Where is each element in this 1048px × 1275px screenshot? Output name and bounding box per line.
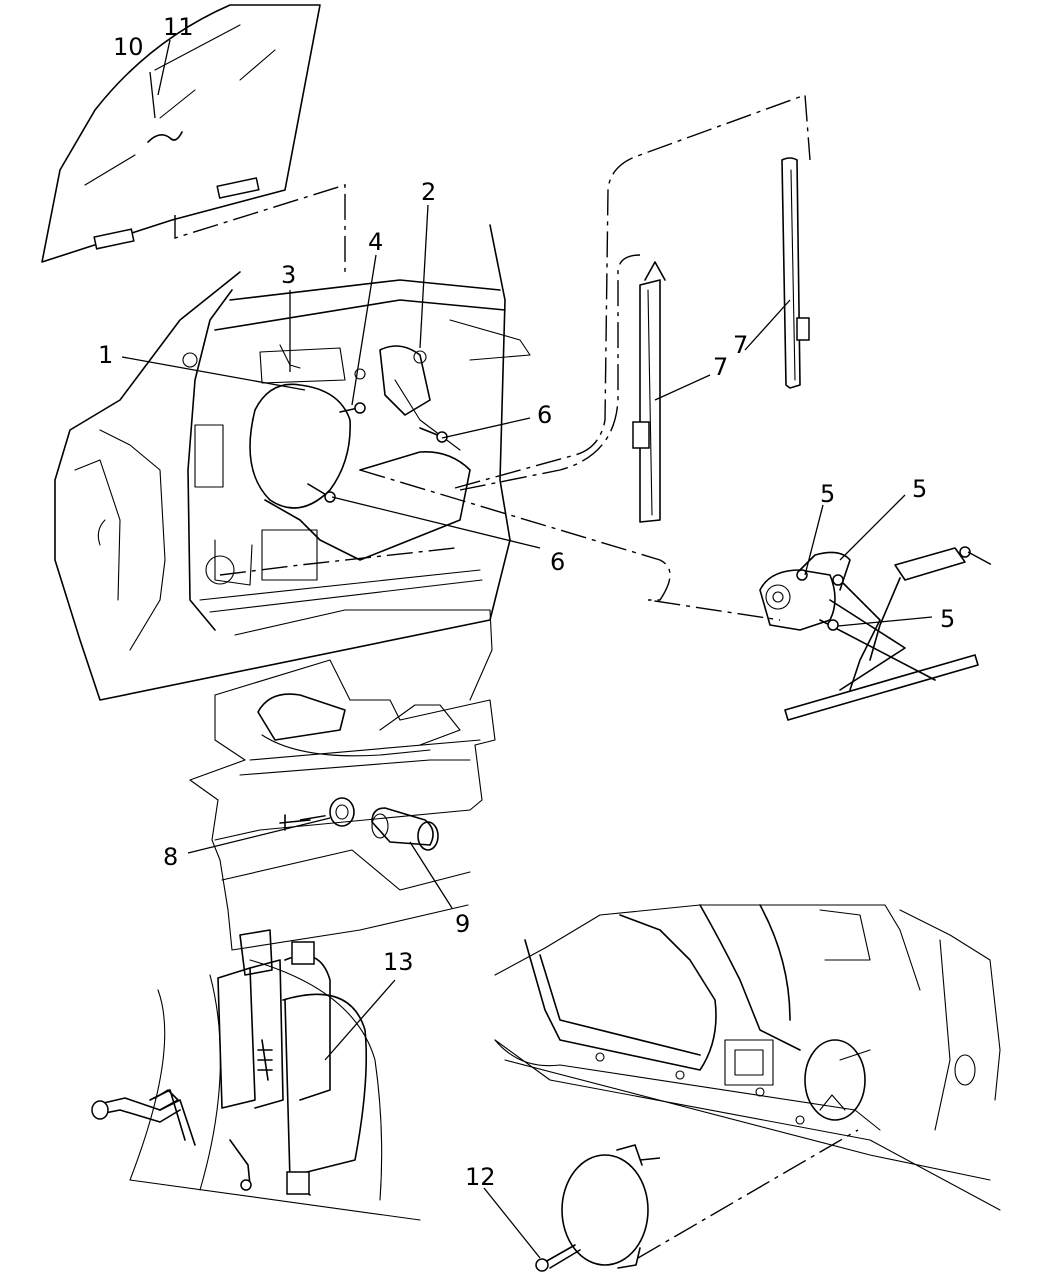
- inside-handle-assembly: [91, 929, 421, 1221]
- window-regulator: [759, 546, 993, 721]
- callout-10: 10: [113, 33, 144, 61]
- panel-bolts: [307, 402, 448, 503]
- grommet-and-plug: [279, 797, 439, 851]
- callout-9: 9: [455, 910, 470, 938]
- callout-4: 4: [368, 228, 383, 256]
- callout-5-top-left: 5: [820, 480, 835, 508]
- callout-labels: 1 2 3 4 5 5 5 6 6 7 7 8 9 10 11 12 13: [98, 13, 955, 1191]
- door-inner-panel: [54, 224, 531, 701]
- callout-3: 3: [281, 261, 296, 289]
- callout-6-lower: 6: [550, 548, 565, 576]
- leader-lines: [121, 39, 933, 1259]
- assembly-lines: [174, 94, 811, 621]
- door-lower-section: [189, 609, 496, 951]
- callout-7-right: 7: [733, 331, 748, 359]
- callout-13: 13: [383, 948, 414, 976]
- callout-12: 12: [465, 1163, 496, 1191]
- rear-glass-channel: [632, 261, 666, 523]
- door-glass: [41, 4, 321, 263]
- callout-5-top-right: 5: [912, 475, 927, 503]
- screw: [535, 1244, 581, 1272]
- speaker-cover: [561, 1129, 859, 1269]
- callout-5-right: 5: [940, 605, 955, 633]
- callout-7-left: 7: [713, 353, 728, 381]
- callout-11: 11: [163, 13, 194, 41]
- callout-8: 8: [163, 843, 178, 871]
- callout-2: 2: [421, 178, 436, 206]
- callout-6-upper: 6: [537, 401, 552, 429]
- door-panel-lower-right: [494, 904, 1001, 1211]
- callout-1: 1: [98, 341, 113, 369]
- front-glass-channel: [781, 157, 810, 389]
